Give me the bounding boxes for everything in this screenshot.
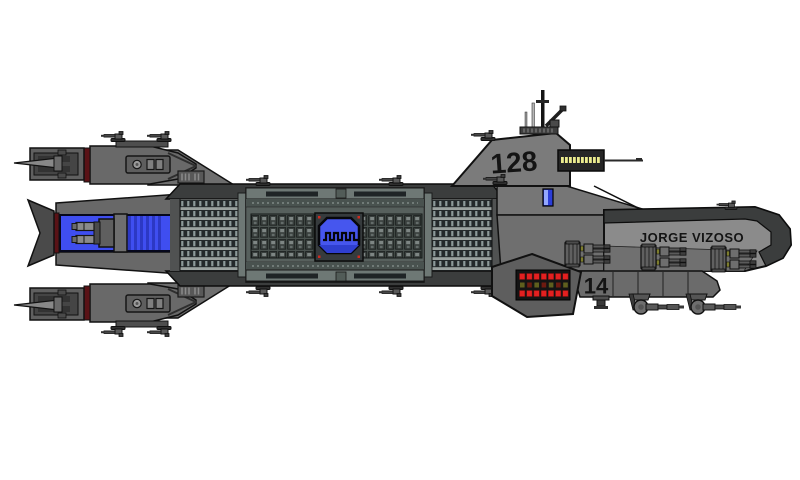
central-module	[237, 187, 433, 283]
cell-grid-left	[250, 213, 315, 259]
thruster-piston-top	[71, 221, 95, 232]
bow-section	[491, 183, 793, 319]
bow-number: 14	[584, 274, 609, 299]
thruster-mechanism	[71, 213, 128, 253]
ship-name: JORGE VIZOSO	[640, 230, 744, 245]
viewport-shade	[319, 245, 359, 253]
bridge-windows	[561, 157, 600, 163]
stern-notched-wedge	[26, 198, 55, 268]
warning-lights-bright	[519, 273, 569, 297]
mast-antenna-diagonal	[544, 108, 564, 128]
bow-dark-band	[603, 206, 792, 267]
viewport-module	[314, 212, 364, 262]
mast	[519, 90, 567, 135]
tower-body	[449, 131, 571, 187]
midsection	[164, 175, 506, 297]
viewport-crenellation	[323, 231, 358, 242]
bridge	[557, 149, 643, 172]
thruster-piston-bottom	[71, 234, 95, 245]
landing-pad	[592, 295, 610, 309]
warning-lights-dim	[520, 282, 568, 288]
engine-glow-shading	[128, 216, 161, 250]
warning-light-panel	[491, 252, 583, 319]
mast-platform	[519, 126, 559, 135]
hull-number: 128	[490, 145, 539, 179]
cell-grid-right	[358, 213, 423, 259]
hull-window-highlight	[544, 190, 548, 205]
conn-tower	[449, 90, 643, 187]
